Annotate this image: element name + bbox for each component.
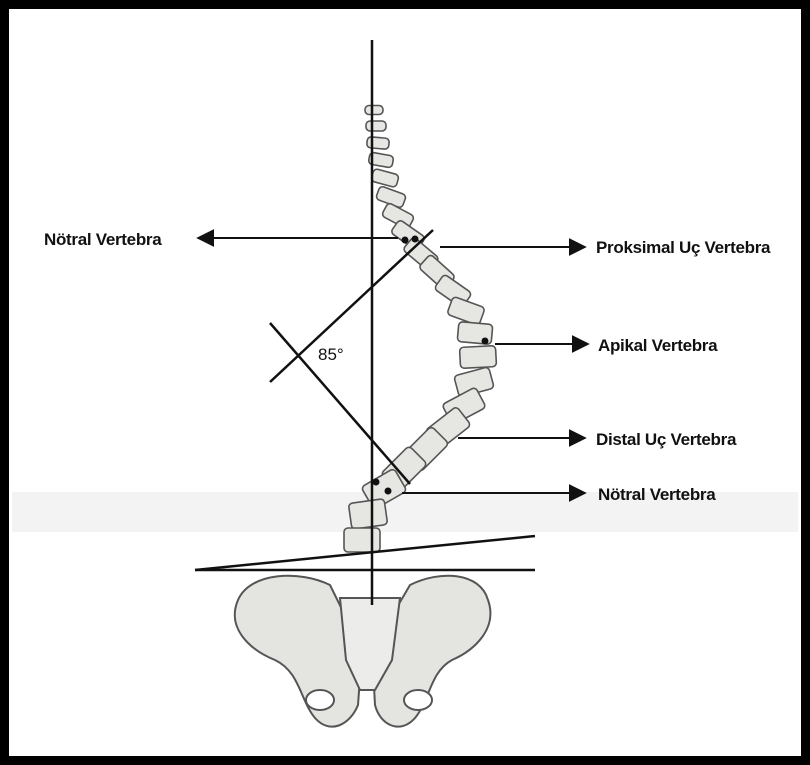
proximal-endplate-line xyxy=(270,230,433,382)
pelvis xyxy=(235,576,491,727)
vertebra-marker xyxy=(385,488,392,495)
label-neutral-bottom: Nötral Vertebra xyxy=(598,485,716,504)
vertebra xyxy=(367,137,390,150)
label-neutral-top: Nötral Vertebra xyxy=(44,230,162,249)
vertebra-marker xyxy=(482,338,489,345)
vertebra xyxy=(348,499,387,530)
vertebra xyxy=(365,106,383,115)
label-distal-end: Distal Uç Vertebra xyxy=(596,430,737,449)
vertebra xyxy=(344,528,380,552)
vertebra xyxy=(459,346,496,369)
vertebra xyxy=(447,296,485,325)
vertebra-marker xyxy=(412,236,419,243)
cobb-angle-label: 85° xyxy=(318,345,344,364)
vertebra xyxy=(371,168,399,187)
vertebra xyxy=(366,121,386,131)
vertebra-marker xyxy=(373,479,380,486)
vertebra-marker xyxy=(402,237,409,244)
label-apical: Apikal Vertebra xyxy=(598,336,718,355)
label-proximal-end: Proksimal Uç Vertebra xyxy=(596,238,771,257)
spine xyxy=(344,106,497,553)
